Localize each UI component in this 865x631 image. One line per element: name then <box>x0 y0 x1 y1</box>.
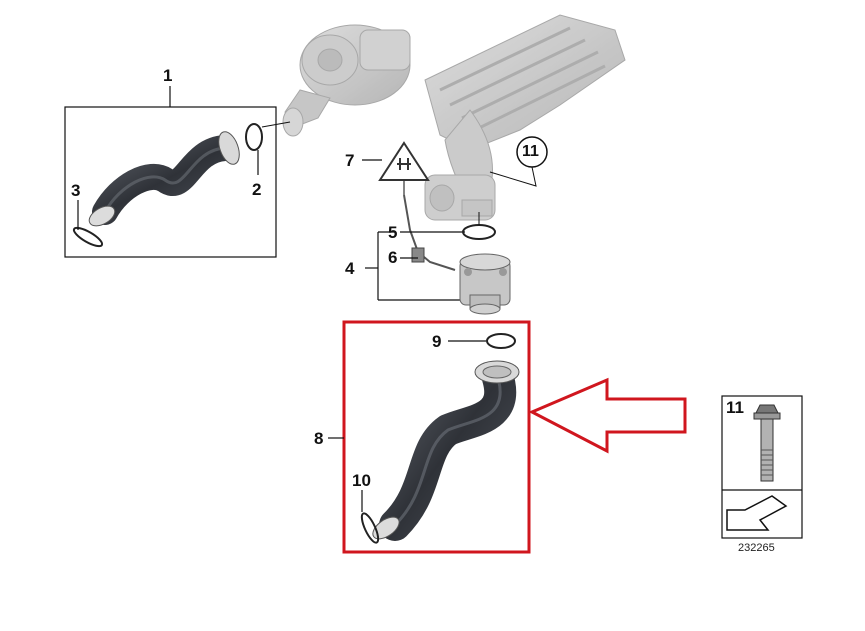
charge-air-hose-upper <box>88 131 240 227</box>
o-ring-2 <box>245 121 291 175</box>
sensor-housing-4 <box>459 253 511 315</box>
callout-10: 10 <box>352 471 371 490</box>
ring-3 <box>72 200 104 248</box>
warning-triangle-icon <box>362 141 430 195</box>
callout-11-circle: 11 <box>522 143 539 160</box>
callout-9: 9 <box>432 332 442 351</box>
bolt-box <box>721 395 803 539</box>
o-ring-9 <box>448 333 516 349</box>
callout-1: 1 <box>163 66 173 85</box>
ring-10 <box>360 490 380 544</box>
charge-air-hose-lower <box>372 360 520 541</box>
image-number: 232265 <box>738 542 775 554</box>
callout-8: 8 <box>314 429 324 448</box>
callout-11-box: 11 <box>726 398 744 417</box>
assembly-box-1 <box>64 86 277 258</box>
callout-7: 7 <box>345 151 355 170</box>
callout-2: 2 <box>252 180 262 199</box>
callout-11-pointer <box>489 136 548 187</box>
highlight-arrow-icon <box>528 377 687 454</box>
intake-manifold <box>424 14 626 221</box>
o-ring-5 <box>462 212 496 240</box>
bracket-4 <box>365 231 470 301</box>
callout-4: 4 <box>345 259 355 278</box>
view-direction-arrow-icon <box>726 495 788 531</box>
callout-3: 3 <box>71 181 81 200</box>
bolt-icon <box>753 404 781 482</box>
turbocharger <box>282 24 411 137</box>
callout-6: 6 <box>388 248 398 267</box>
callout-5: 5 <box>388 223 398 242</box>
highlight-box <box>342 320 531 554</box>
